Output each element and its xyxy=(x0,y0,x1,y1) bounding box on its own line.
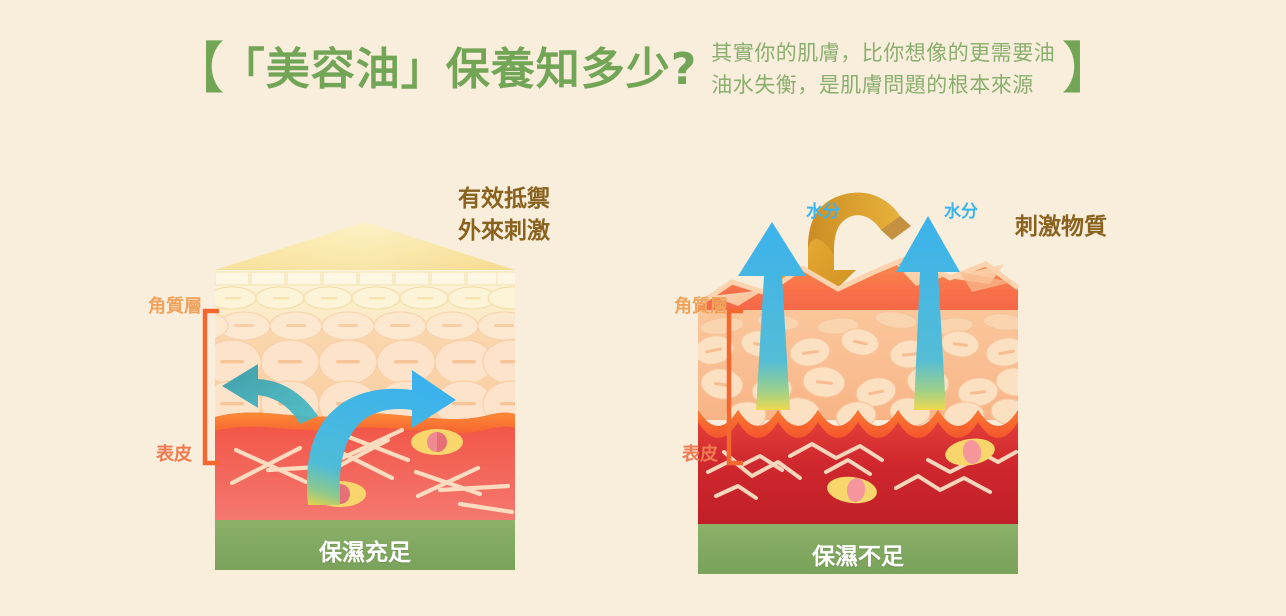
page-subtitle: 其實你的肌膚，比你想像的更需要油 油水失衡，是肌膚問題的根本來源 xyxy=(711,38,1055,102)
page-title: 「美容油」保養知多少? xyxy=(220,43,698,95)
label-epidermis: 表皮 xyxy=(156,444,192,465)
label-epidermis: 表皮 xyxy=(682,444,718,465)
callout-line-1: 有效抵禦 xyxy=(458,186,550,212)
bottom-status-bar xyxy=(215,520,515,570)
diagram-healthy-skin: 有效抵禦 外來刺激 角質層 表皮 保濕充足 xyxy=(140,160,600,580)
label-water-left: 水分 xyxy=(806,202,840,222)
callout-deflect-irritants: 有效抵禦 外來刺激 xyxy=(458,184,550,247)
callout-irritant-substance: 刺激物質 xyxy=(1015,214,1107,240)
layer-bracket-icon xyxy=(202,308,219,466)
label-stratum-corneum: 角質層 xyxy=(674,296,728,317)
header: 【 「美容油」保養知多少? 其實你的肌膚，比你想像的更需要油 油水失衡，是肌膚問… xyxy=(0,38,1286,102)
callout-line-2: 外來刺激 xyxy=(458,217,550,244)
bottom-bar-label: 保濕充足 xyxy=(319,540,411,566)
label-water-right: 水分 xyxy=(944,202,978,222)
diagram-damaged-skin: 水分 水分 刺激物質 角質層 表皮 保濕不足 xyxy=(660,160,1140,580)
damaged-skin-illustration xyxy=(696,192,1020,574)
moisture-loss-arrow-right-icon xyxy=(896,216,960,410)
dermal-structures xyxy=(314,429,463,507)
moisture-loss-arrow-left-icon xyxy=(738,222,806,410)
subtitle-line-2: 油水失衡，是肌膚問題的根本來源 xyxy=(711,72,1034,97)
bottom-bar-label: 保濕不足 xyxy=(812,544,904,570)
label-stratum-corneum: 角質層 xyxy=(148,296,202,317)
subtitle-line-1: 其實你的肌膚，比你想像的更需要油 xyxy=(711,41,1056,65)
bracket-right-icon: 】 xyxy=(1061,36,1118,102)
oil-film-edge xyxy=(215,222,515,278)
bottom-status-bar xyxy=(698,524,1018,574)
healthy-skin-illustration xyxy=(215,222,515,570)
bracket-left-icon: 【 xyxy=(168,36,225,102)
moisture-arrow-left-icon xyxy=(222,364,318,424)
dermal-structures xyxy=(827,438,995,504)
moisture-arrow-right-icon xyxy=(307,370,456,505)
layer-bracket-icon xyxy=(726,308,743,466)
